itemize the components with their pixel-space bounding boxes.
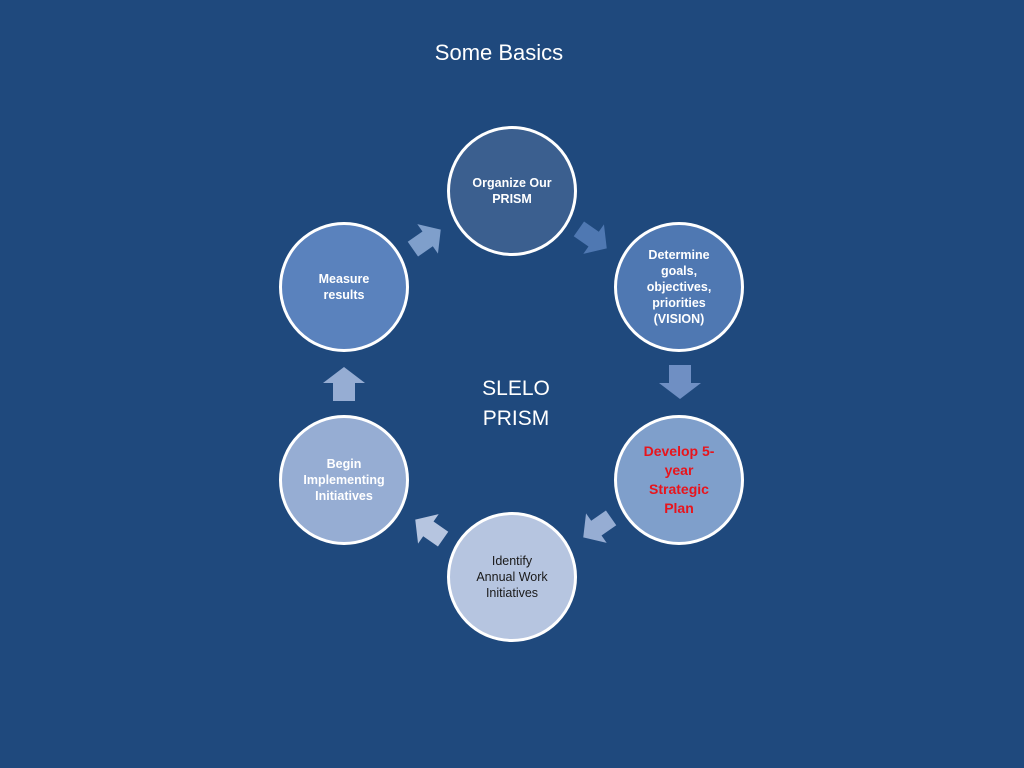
node-measure-results: Measure results bbox=[279, 222, 409, 352]
node-text-line: Measure bbox=[318, 272, 370, 286]
center-label-line2: PRISM bbox=[482, 407, 550, 430]
node-determine-goals: Determine goals, objectives, priorities … bbox=[614, 222, 744, 352]
node-text-line: Initiatives bbox=[315, 489, 373, 503]
node-text-line: objectives, bbox=[646, 280, 712, 294]
arrow-measure-to-organize bbox=[407, 224, 441, 257]
center-label-line1: SLELO bbox=[482, 377, 550, 400]
node-text-line: results bbox=[323, 288, 365, 302]
center-label: SLELO PRISM bbox=[436, 374, 596, 434]
node-text-line: Annual Work bbox=[476, 570, 548, 584]
node-text-line: Plan bbox=[664, 500, 694, 516]
node-text-line: priorities bbox=[652, 296, 706, 310]
node-text-line: year bbox=[664, 462, 694, 478]
node-text-line: (VISION) bbox=[653, 312, 705, 326]
node-text-line: goals, bbox=[660, 264, 698, 278]
node-text-line: Identify bbox=[491, 554, 533, 568]
node-text-line: Initiatives bbox=[485, 586, 539, 600]
arrow-develop-to-identify bbox=[583, 510, 617, 543]
node-text-line: Begin bbox=[326, 457, 362, 471]
node-organize-prism: Organize Our PRISM bbox=[447, 126, 577, 256]
node-begin-implementing: Begin Implementing Initiatives bbox=[279, 415, 409, 545]
slide-title: Some Basics bbox=[434, 40, 564, 65]
arrow-organize-to-determine bbox=[573, 221, 607, 254]
arrow-begin-to-measure bbox=[323, 367, 365, 401]
node-text-line: Implementing bbox=[303, 473, 385, 487]
node-text-line: Determine bbox=[648, 248, 710, 262]
node-text-line: Develop 5- bbox=[643, 443, 715, 459]
node-identify-initiatives: Identify Annual Work Initiatives bbox=[447, 512, 577, 642]
node-text-line: Organize Our bbox=[472, 176, 552, 190]
node-develop-strategic-plan: Develop 5- year Strategic Plan bbox=[614, 415, 744, 545]
node-text-line: Strategic bbox=[649, 481, 709, 497]
arrow-determine-to-develop bbox=[659, 365, 701, 399]
node-text-line: PRISM bbox=[492, 192, 532, 206]
arrow-identify-to-begin bbox=[415, 514, 449, 547]
